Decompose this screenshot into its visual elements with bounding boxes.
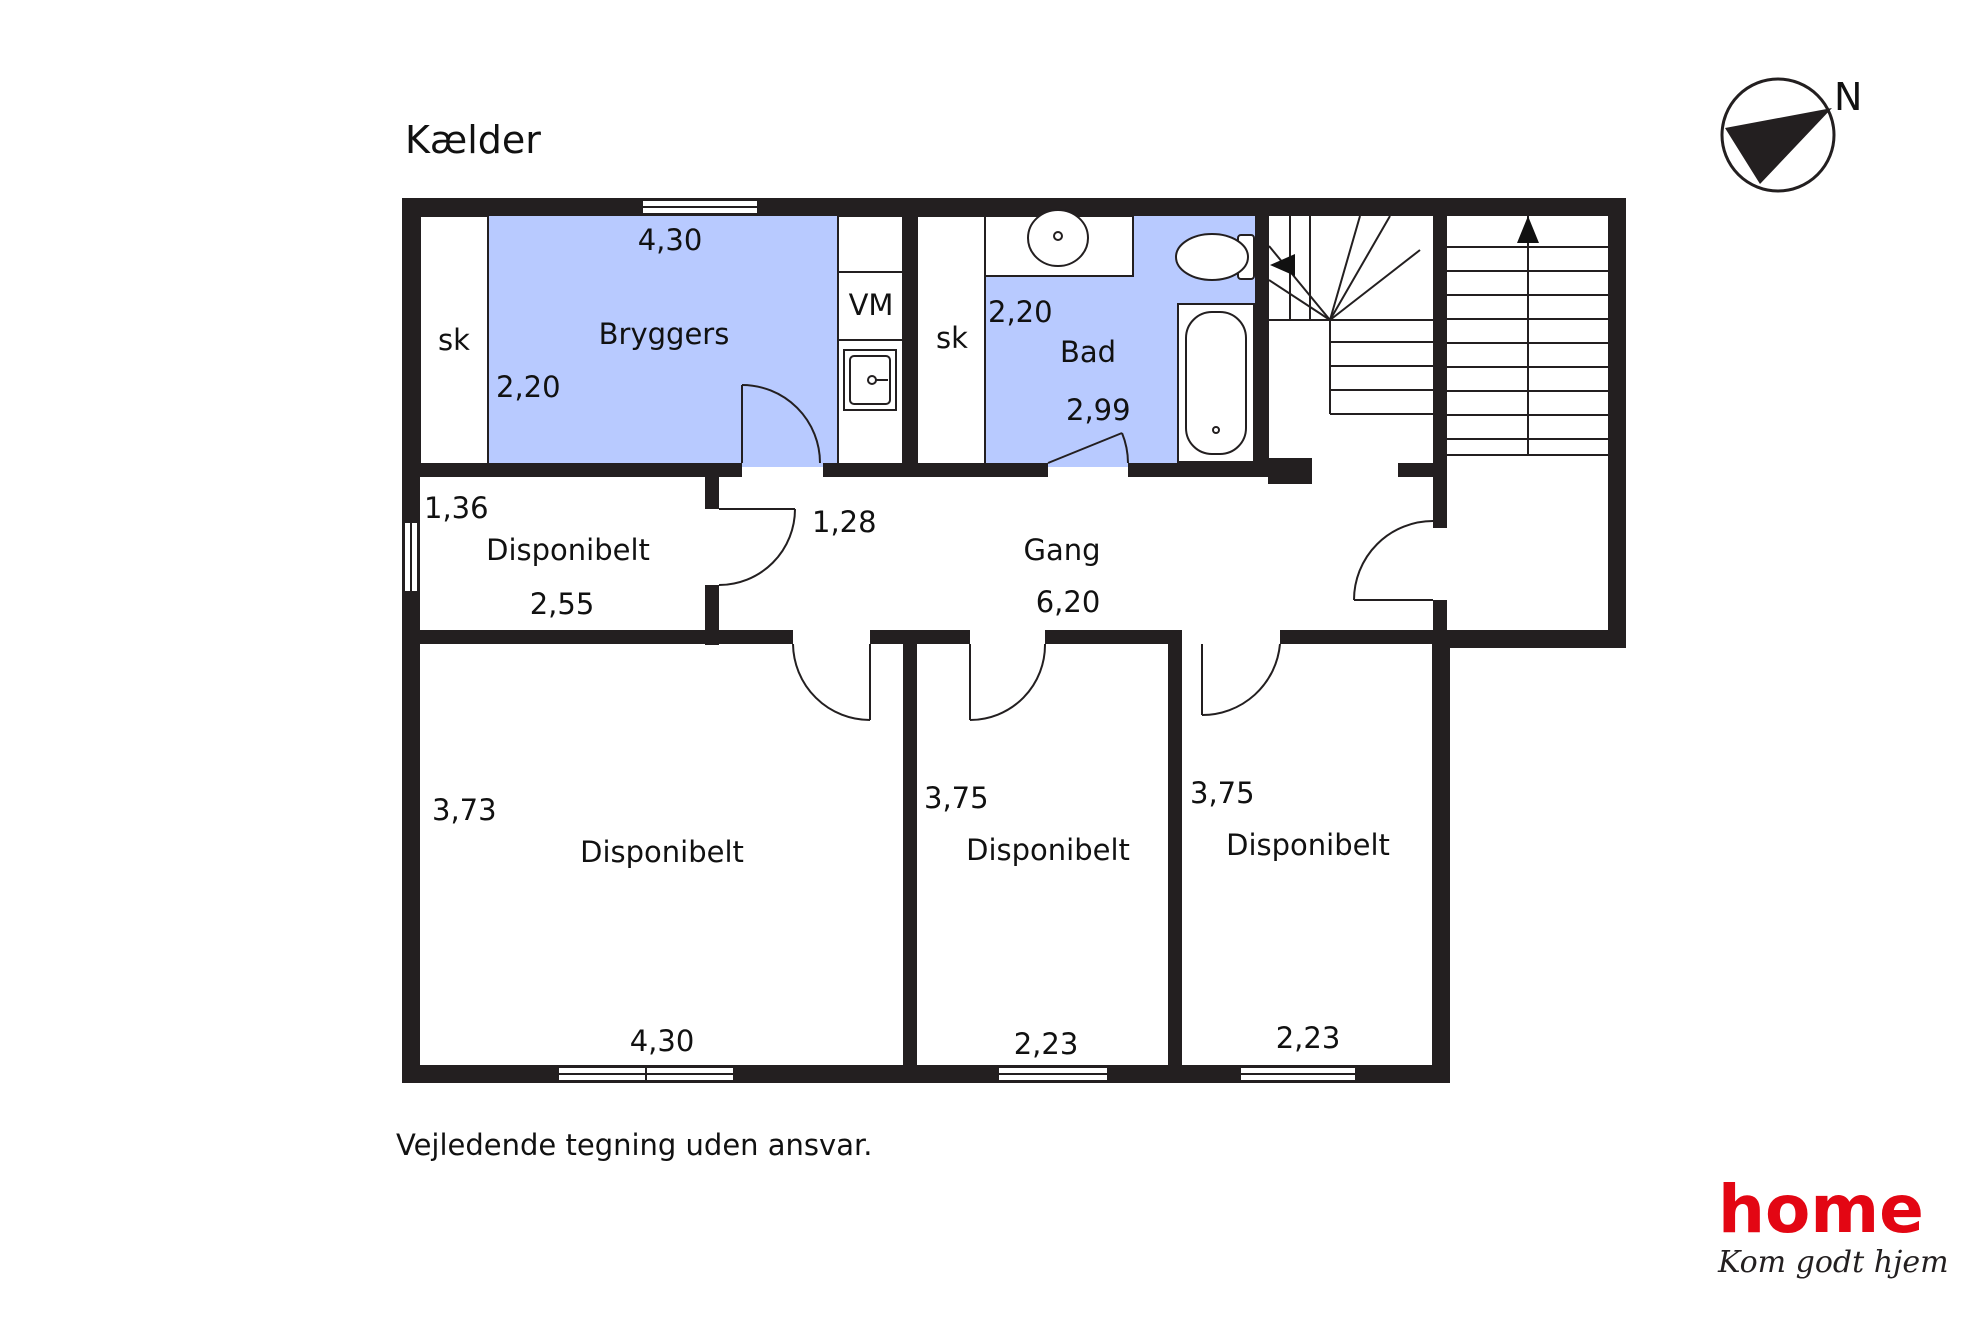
bryggers-fixtures [837,215,904,465]
bad-closet-label: sk [936,321,968,355]
compass: N [1720,75,1862,193]
disp-mid-name: Disponibelt [966,833,1130,867]
disp-small-width: 2,55 [530,587,595,621]
gang-name: Gang [1023,533,1100,567]
brand-tagline: Kom godt hjem [1717,1245,1949,1280]
bryggers-floor [488,215,838,467]
disp-small-name: Disponibelt [486,533,650,567]
stair-left-arrow-icon [1270,254,1295,276]
bryggers-depth: 2,20 [496,370,561,404]
disp-large-width: 4,30 [630,1024,695,1058]
compass-arrow-icon [1725,108,1832,184]
bad-fixtures [984,209,1255,463]
plan-title: Kælder [405,118,541,162]
brand-logo: home Kom godt hjem [1717,1171,1949,1280]
bad-name: Bad [1060,335,1116,369]
compass-north-label: N [1834,75,1862,119]
windows [403,199,1357,1082]
disp-mid-depth: 3,75 [924,781,989,815]
bryggers-closet-label: sk [438,323,470,357]
disp-right-depth: 3,75 [1190,776,1255,810]
washer-label: VM [849,288,894,322]
gang-width: 6,20 [1036,585,1101,619]
gang-depth: 1,28 [812,505,877,539]
bad-width: 2,99 [1066,393,1131,427]
disclaimer-note: Vejledende tegning uden ansvar. [396,1128,872,1162]
stair-up-arrow-icon [1517,216,1539,243]
staircase [1268,215,1608,456]
disp-right-name: Disponibelt [1226,828,1390,862]
doors [718,384,1434,721]
disp-right-width: 2,23 [1276,1021,1341,1055]
interior-walls [420,198,1450,1080]
bad-depth: 2,20 [988,295,1053,329]
disp-large-depth: 3,73 [432,793,497,827]
bryggers-name: Bryggers [599,317,730,351]
brand-wordmark: home [1718,1171,1924,1248]
bryggers-width: 4,30 [638,223,703,257]
disp-small-depth: 1,36 [424,491,489,525]
disp-mid-width: 2,23 [1014,1027,1079,1061]
disp-large-name: Disponibelt [580,835,744,869]
bad-closet [916,215,986,465]
bryggers-closet [419,215,489,465]
